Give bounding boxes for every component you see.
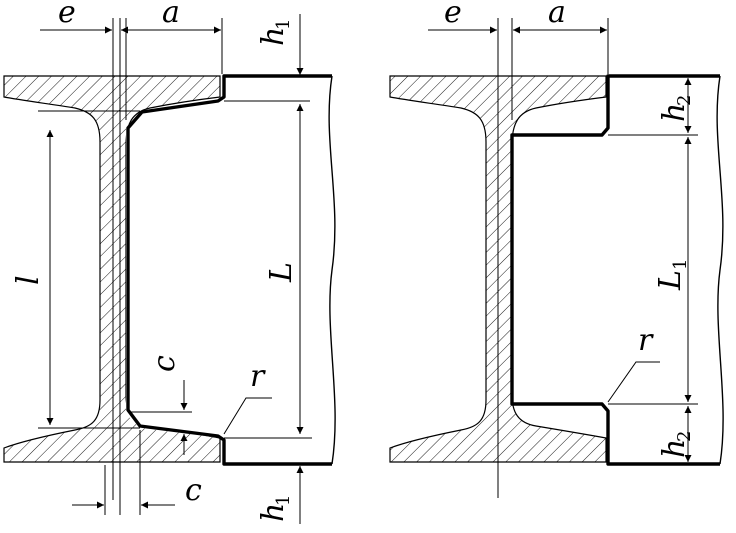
- left-r-leader: [223, 397, 272, 435]
- svg-text:h: h: [657, 103, 692, 122]
- label-a-left: a: [162, 0, 180, 30]
- label-e-left: e: [58, 0, 76, 30]
- label-l: l: [11, 275, 46, 285]
- label-e-right: e: [444, 0, 462, 30]
- right-break-line: [716, 75, 724, 465]
- label-c-mid: c: [147, 355, 182, 372]
- left-figure: e a h 1 l L c r c h 1: [3, 0, 336, 524]
- label-h2-top: h 2: [657, 95, 695, 122]
- label-L: L: [264, 262, 299, 283]
- label-r-left: r: [250, 359, 266, 394]
- label-h2-bottom: h 2: [657, 431, 695, 458]
- label-r-right: r: [638, 323, 654, 358]
- svg-text:1: 1: [273, 19, 294, 30]
- right-cut-region: [512, 76, 720, 464]
- svg-text:c: c: [147, 355, 182, 372]
- right-r-leader: [607, 361, 660, 403]
- svg-text:h: h: [256, 503, 291, 522]
- label-h1-top: h 1: [256, 19, 294, 46]
- svg-text:h: h: [256, 27, 291, 46]
- label-c-bottom: c: [185, 473, 202, 508]
- label-h1-bottom: h 1: [256, 495, 294, 522]
- left-cut-contour: [126, 74, 332, 466]
- left-cut-region: [126, 76, 332, 464]
- svg-text:2: 2: [674, 95, 695, 106]
- svg-text:2: 2: [674, 431, 695, 442]
- label-L1: L 1: [653, 259, 691, 291]
- svg-text:1: 1: [670, 259, 691, 270]
- svg-text:L: L: [264, 262, 299, 283]
- label-a-right: a: [548, 0, 566, 30]
- svg-text:L: L: [653, 270, 688, 291]
- svg-text:1: 1: [273, 495, 294, 506]
- left-break-line: [328, 75, 336, 465]
- svg-text:h: h: [657, 439, 692, 458]
- svg-text:l: l: [11, 275, 46, 285]
- right-figure: e a h 2 L 1 r h 2: [389, 0, 724, 498]
- right-cut-contour: [510, 74, 720, 466]
